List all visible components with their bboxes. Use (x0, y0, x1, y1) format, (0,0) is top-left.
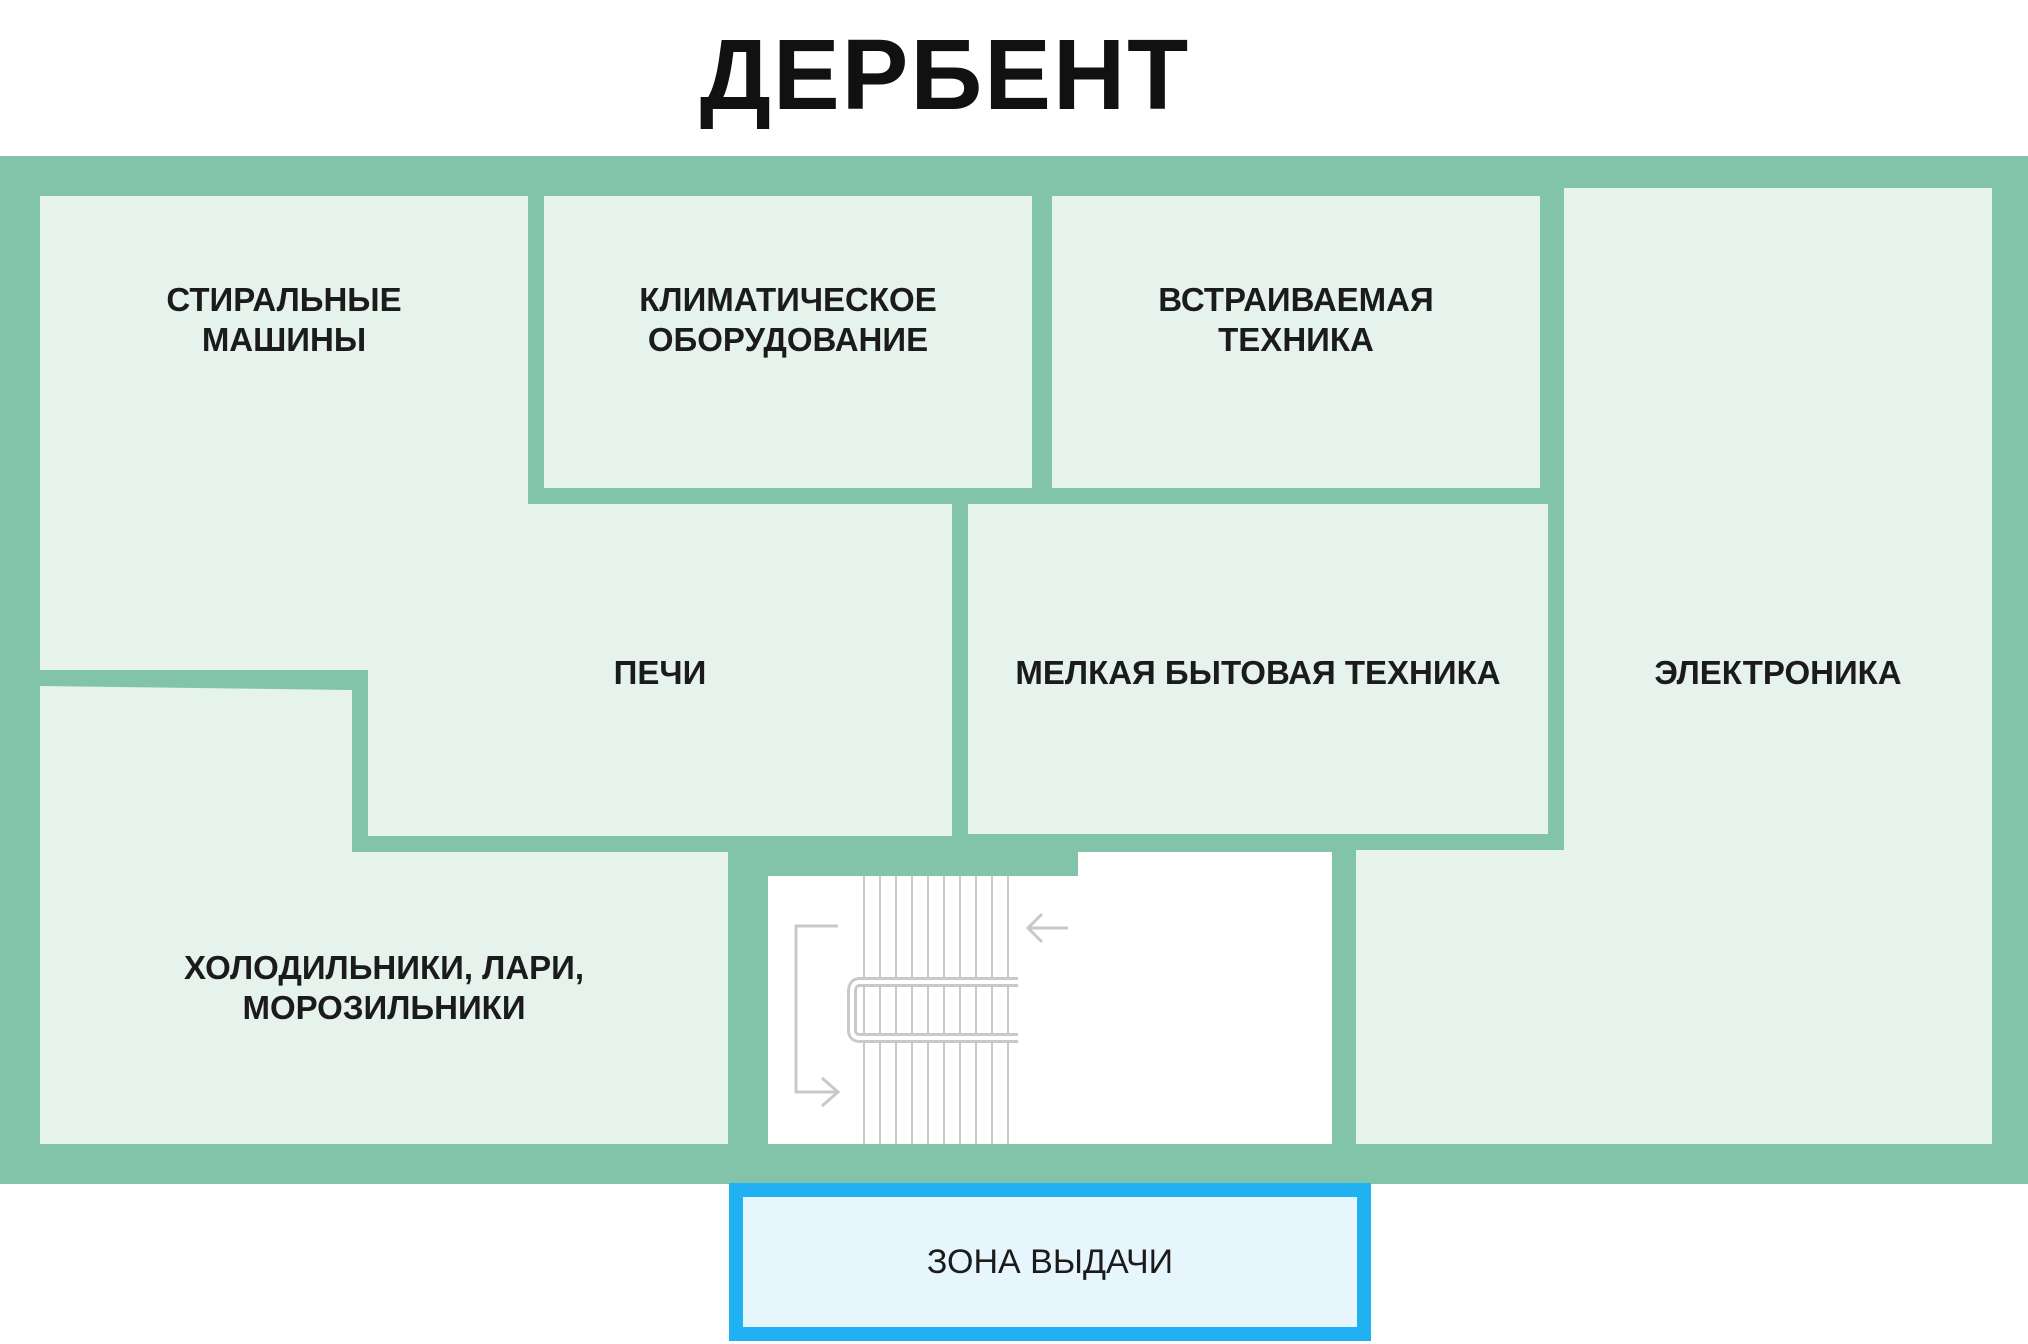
room-electronics (1564, 188, 1992, 1144)
room-built-in (1052, 196, 1540, 488)
store-title: ДЕРБЕНТ (699, 19, 1191, 131)
label-climate-equipment: КЛИМАТИЧЕСКОЕ ОБОРУДОВАНИЕ (639, 280, 937, 358)
label-electronics: ЭЛЕКТРОНИКА (1654, 653, 1902, 691)
label-washing-machines: СТИРАЛЬНЫЕ МАШИНЫ (166, 280, 402, 358)
stair-direction-arrows (794, 912, 1068, 1108)
room-small-appliances (968, 504, 1548, 834)
room-climate (544, 196, 1032, 488)
pickup-zone-box (729, 1183, 1371, 1341)
room-ovens (368, 504, 952, 836)
label-small-appliances: МЕЛКАЯ БЫТОВАЯ ТЕХНИКА (1015, 653, 1501, 691)
label-pickup-zone: ЗОНА ВЫДАЧИ (926, 1242, 1174, 1281)
label-fridges-freezers: ХОЛОДИЛЬНИКИ, ЛАРИ, МОРОЗИЛЬНИКИ (183, 948, 585, 1026)
label-built-in-appliances: ВСТРАИВАЕМАЯ ТЕХНИКА (1158, 280, 1434, 358)
stairwell (768, 852, 1332, 1144)
room-electronics-lower (1356, 850, 1564, 1144)
label-ovens: ПЕЧИ (613, 653, 707, 691)
room-fridges (40, 686, 728, 1144)
